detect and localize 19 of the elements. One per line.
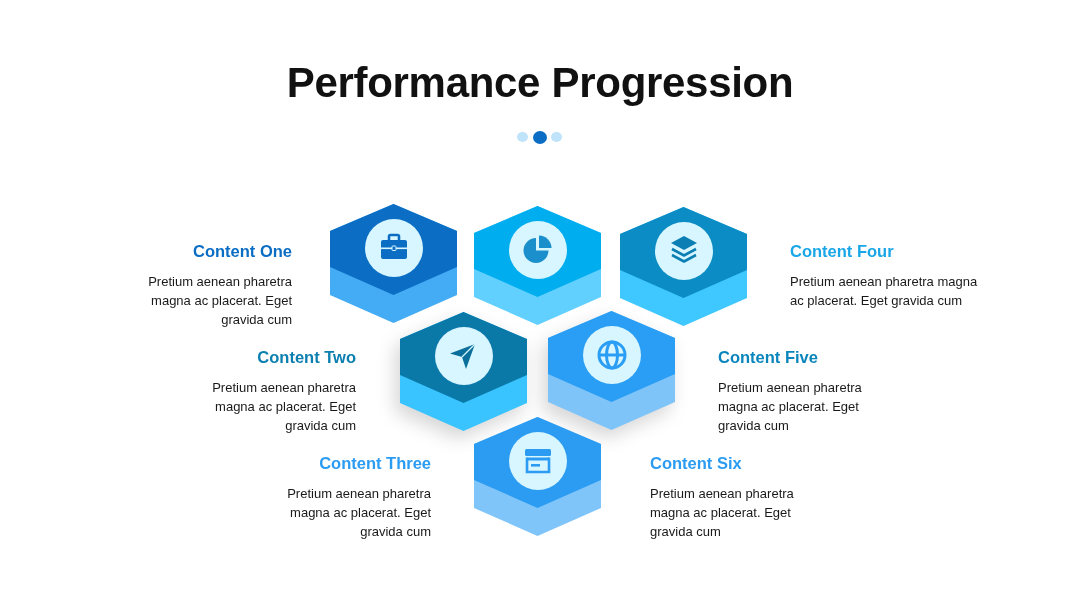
item-heading: Content Two [257,347,356,367]
item-description: Pretium aenean pharetra magna ac placerat. Eget gravida cum [790,273,979,310]
item-heading: Content Five [718,347,818,367]
hexagon-tile [330,204,457,323]
item-description: Pretium aenean pharetra magna ac placerat. Eget gravida cum [286,485,431,541]
hexagon-tile [400,312,527,431]
item-heading: Content Four [790,241,894,261]
hexagon-tile [474,206,601,325]
item-heading: Content One [193,241,292,261]
hexagon-tile [548,311,675,430]
item-description: Pretium aenean pharetra magna ac placerat. Eget gravida cum [650,485,795,541]
item-description: Pretium aenean pharetra magna ac placerat. Eget gravida cum [718,379,863,435]
hexagon-tile [474,417,601,536]
item-heading: Content Three [319,453,431,473]
item-description: Pretium aenean pharetra magna ac placerat. Eget gravida cum [211,379,356,435]
page-title: Performance Progression [286,58,794,108]
item-heading: Content Six [650,453,742,473]
item-description: Pretium aenean pharetra magna ac placerat. Eget gravida cum [147,273,292,329]
hexagon-tile [620,207,747,326]
